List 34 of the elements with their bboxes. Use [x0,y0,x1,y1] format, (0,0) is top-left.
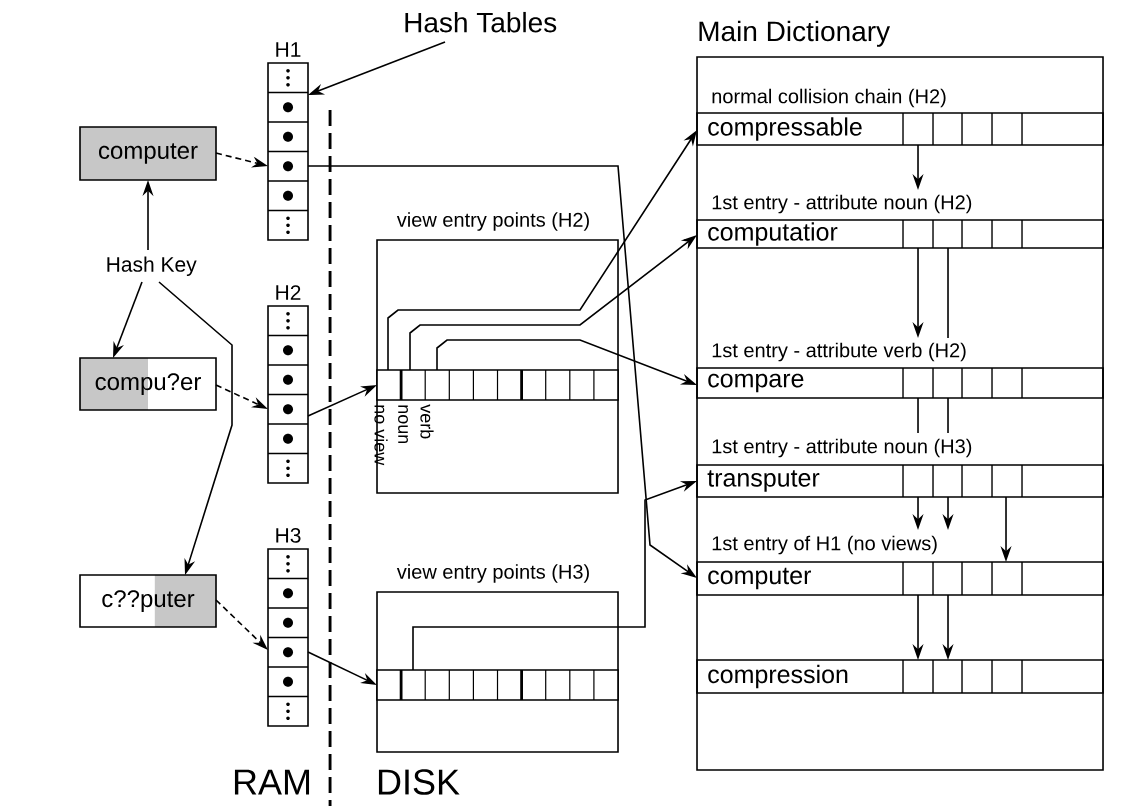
caption-text: Hash Tables [405,11,557,33]
hash-table: H1 [267,42,309,241]
node-label: normal collision chain (H2) [712,88,946,108]
dictionary-entry: 1st entry of H1 (no views) computer [696,535,1104,596]
node-label: view entry points (H2) [396,212,589,231]
dictionary-entry: 1st entry - attribute noun (H3) transputer [696,438,1104,498]
vertical-label: noun [398,405,408,444]
dictionary-entry: compression [696,659,1104,694]
node-label: 1st entry - attribute verb (H2) [712,342,966,362]
pointer-cells [376,669,619,701]
node-label: H3 [276,527,301,543]
word-box: c??puter [79,574,217,628]
word-box: computer [79,126,217,181]
word-box: compu?er [79,357,217,411]
view-panel: view entry points (H3) [376,564,619,753]
node-label: H1 [276,42,301,57]
node-label: H2 [276,285,301,300]
dictionary-entry: 1st entry - attribute verb (H2) compare [696,342,1104,399]
region-label: DISK [378,769,460,795]
hash-table: H2 [267,285,309,484]
hash-table: H3 [267,527,309,727]
dashed-arrow [215,599,268,650]
node-label: 1st entry - attribute noun (H3) [712,438,972,458]
caption-text: Hash Key [107,256,197,276]
vertical-label: no view [374,405,388,466]
node-label: view entry points (H3) [396,564,589,583]
node-label: 1st entry - attribute noun (H2) [712,194,972,214]
region-label: RAM [234,769,310,795]
node-label: 1st entry of H1 (no views) [712,535,937,555]
node-label: Main Dictionary [699,20,891,47]
vertical-label: verb [420,404,434,439]
dictionary-entry: normal collision chain (H2) compressable [696,88,1104,146]
pointer-cells [376,369,619,401]
dictionary-entry: 1st entry - attribute noun (H2) computatior [696,194,1104,249]
